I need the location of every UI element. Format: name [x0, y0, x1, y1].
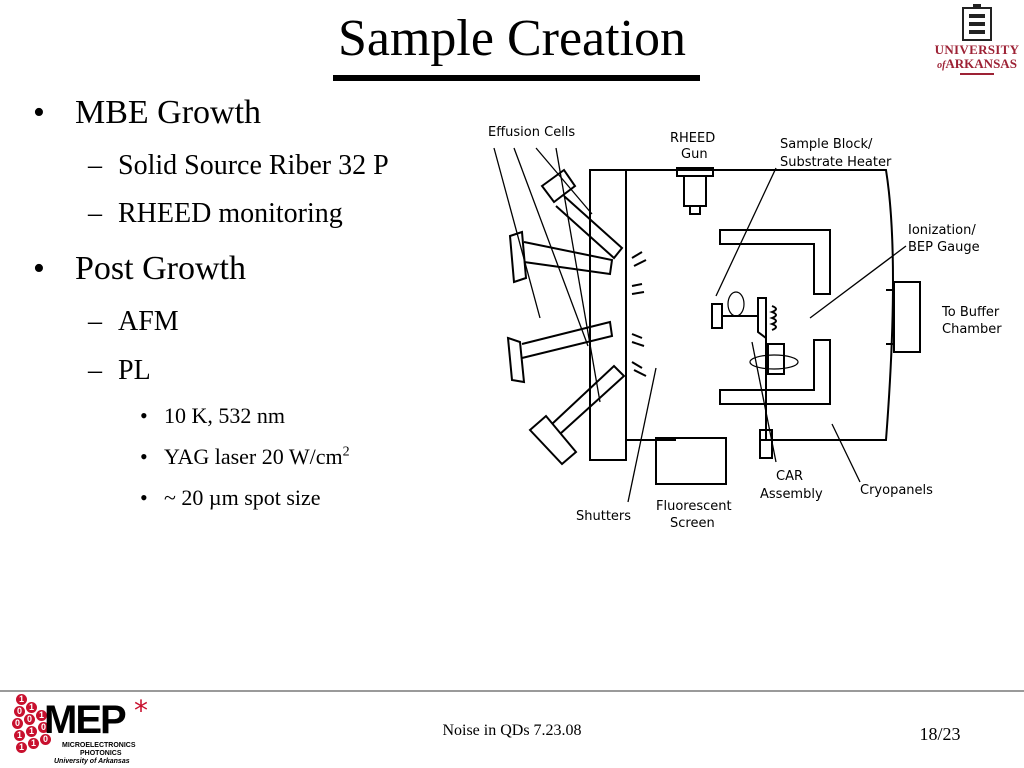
label-cryopanels: Cryopanels [860, 483, 933, 498]
logo-bars [960, 73, 994, 78]
effusion-cell-1 [540, 168, 624, 260]
mep-logo-sub1: MICROELECTRONICS [62, 742, 136, 749]
label-rheed: RHEED [670, 131, 715, 146]
title-underline [333, 75, 700, 81]
source-flange [589, 169, 627, 461]
substrate-heater [757, 297, 767, 340]
mep-logo-text: MEP [44, 698, 127, 742]
label-bep-gauge: BEP Gauge [908, 240, 980, 255]
fluorescent-screen [655, 437, 727, 485]
shutter [631, 333, 645, 347]
university-logo: UNIVERSITY ofARKANSAS [934, 4, 1020, 82]
pointer-lines [493, 147, 907, 503]
cryopanel-bottom [719, 339, 831, 405]
label-assembly: Assembly [760, 487, 823, 502]
label-sample-block: Sample Block/ [780, 137, 873, 152]
footer-divider [0, 690, 1024, 692]
label-car: CAR [776, 469, 803, 484]
label-screen: Screen [670, 516, 715, 531]
binary-digits-icon: 1 0 1 0 0 1 1 1 0 1 1 0 [12, 694, 51, 758]
heater-coil [769, 305, 777, 331]
bullet-list: • MBE Growth – Solid Source Riber 32 P –… [33, 94, 389, 510]
page-number: 18/23 [919, 724, 961, 744]
slide-title: Sample Creation [337, 10, 687, 67]
label-ionization: Ionization/ [908, 223, 976, 238]
footer-title: Noise in QDs 7.23.08 [442, 722, 582, 739]
shutter [631, 361, 647, 377]
label-shutters: Shutters [576, 509, 631, 524]
label-chamber: Chamber [942, 322, 1002, 337]
shutter [631, 283, 645, 295]
sample-block [711, 303, 723, 329]
star-icon: * [134, 694, 148, 727]
label-gun: Gun [681, 147, 708, 162]
shutter [631, 251, 647, 267]
old-main-icon [962, 4, 992, 41]
label-substrate-heater: Substrate Heater [780, 155, 892, 170]
label-effusion-cells: Effusion Cells [488, 125, 575, 140]
effusion-cell-2 [508, 230, 614, 284]
logo-arkansas-text: ofARKANSAS [937, 56, 1017, 71]
rheed-gun-body [683, 175, 707, 207]
mep-logo-sub2: PHOTONICS [80, 750, 122, 757]
logo-university-text: UNIVERSITY [934, 42, 1020, 57]
effusion-cell-4 [528, 364, 626, 466]
buffer-port [893, 281, 921, 353]
mep-logo-sub3: University of Arkansas [54, 758, 130, 765]
chamber-wall [626, 169, 894, 441]
mep-logo: 1 0 1 0 0 1 1 1 0 1 1 0 MEP * MICROELECT… [8, 692, 158, 766]
mbe-chamber-diagram: Effusion Cells RHEED Gun Sample Block/ S… [488, 125, 1002, 531]
label-to-buffer: To Buffer [941, 305, 1000, 320]
label-fluorescent: Fluorescent [656, 499, 732, 514]
cryopanel-top [719, 229, 831, 295]
effusion-cell-3 [506, 320, 614, 384]
